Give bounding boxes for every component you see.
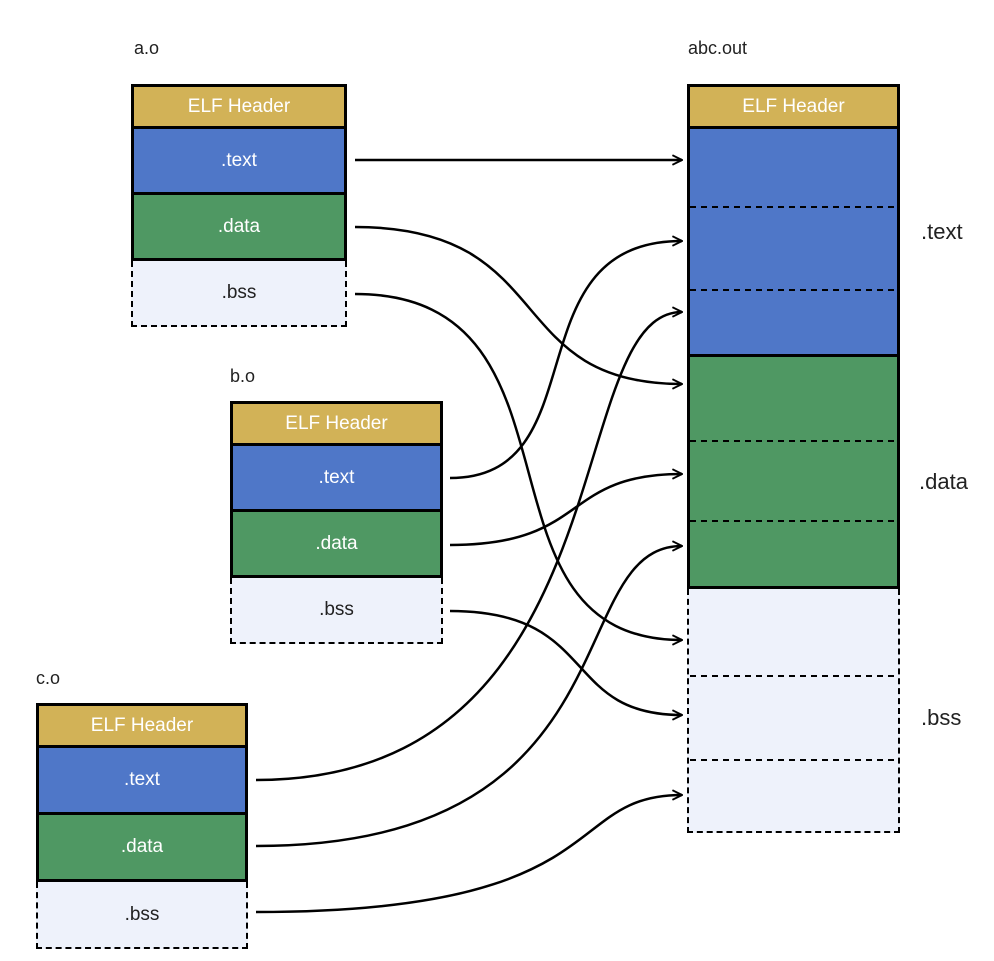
bss-section: .bss [36, 882, 248, 949]
output-bss-label: .bss [921, 705, 962, 730]
elf-header-section: ELF Header [230, 401, 443, 446]
output-dividers [690, 206, 897, 761]
output-data-label: .data [919, 469, 968, 494]
output-text-label: .text [921, 219, 963, 244]
data-section: .data [230, 512, 443, 578]
text-section: .text [36, 748, 248, 815]
data-section: .data [131, 195, 347, 261]
elf-header-section: ELF Header [131, 84, 347, 129]
output-text-region [687, 129, 900, 357]
arrow-b-text [449, 241, 682, 480]
elf-header-section: ELF Header [36, 703, 248, 748]
output-elf-header: ELF Header [687, 84, 900, 129]
arrow-b-data [449, 474, 682, 547]
bss-section: .bss [131, 261, 347, 327]
file-label-a: a.o [134, 38, 160, 58]
arrow-a-bss [354, 292, 682, 640]
output-data-region [687, 357, 900, 589]
bss-section: .bss [230, 578, 443, 644]
text-section: .text [230, 446, 443, 512]
output-bss-region [687, 589, 900, 833]
file-label-b: b.o [230, 366, 256, 386]
arrow-c-data [255, 546, 682, 848]
arrow-c-text [255, 312, 682, 782]
output-file-label: abc.out [688, 38, 748, 58]
arrow-c-bss [255, 795, 682, 914]
text-section: .text [131, 129, 347, 195]
arrow-b-bss [449, 609, 682, 715]
file-label-c: c.o [36, 668, 61, 688]
data-section: .data [36, 815, 248, 882]
